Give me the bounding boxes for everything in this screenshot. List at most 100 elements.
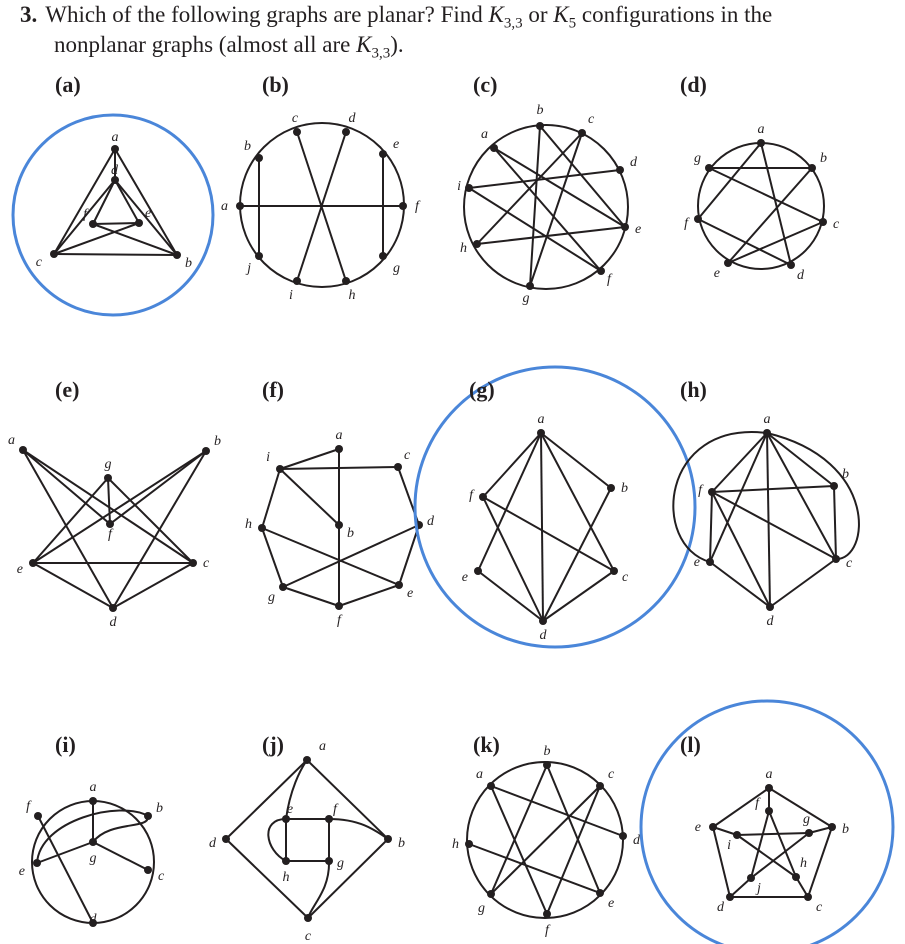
vertex-a — [111, 145, 119, 153]
edge-b-g — [490, 764, 548, 895]
edge-c-g — [529, 132, 583, 287]
edge-b-f — [92, 223, 178, 256]
vertex-label-a: a — [336, 428, 343, 443]
vertex-label-a: a — [319, 739, 326, 754]
edge-f-d — [711, 491, 771, 608]
edge-a-d — [540, 432, 544, 622]
vertex-d — [111, 176, 119, 184]
edge-curve-g-c — [307, 860, 331, 919]
edge-b-c — [833, 485, 837, 560]
edge-e-d — [32, 562, 114, 609]
vertex-f — [399, 202, 407, 210]
vertex-g — [279, 583, 287, 591]
vertex-label-c: c — [36, 255, 43, 270]
edge-a-b — [766, 432, 835, 487]
vertex-c — [819, 218, 827, 226]
vertex-b — [830, 482, 838, 490]
edge-c-f — [546, 785, 601, 915]
vertex-label-g: g — [694, 151, 701, 166]
edge-f-c — [711, 491, 837, 560]
vertex-label-h: h — [349, 288, 356, 303]
graph-label: (j) — [262, 732, 284, 757]
edge-f-d — [482, 496, 544, 622]
vertex-d — [89, 919, 97, 927]
vertex-a — [335, 445, 343, 453]
vertex-label-g: g — [478, 901, 485, 916]
edge-f-e — [709, 491, 713, 563]
vertex-g — [379, 252, 387, 260]
vertex-label-e: e — [287, 802, 293, 817]
vertex-label-b: b — [537, 103, 544, 118]
question-number: 3. — [20, 2, 38, 27]
vertex-a — [537, 429, 545, 437]
vertex-label-b: b — [820, 151, 827, 166]
vertex-b — [607, 484, 615, 492]
edge-g-d — [282, 524, 420, 588]
edge-b-c — [807, 826, 833, 898]
vertex-e — [282, 815, 290, 823]
vertex-label-a: a — [481, 127, 488, 142]
vertex-c — [832, 555, 840, 563]
vertex-label-b: b — [398, 836, 405, 851]
vertex-label-d: d — [111, 163, 119, 178]
vertex-label-h: h — [245, 517, 252, 532]
vertex-label-a: a — [764, 412, 771, 427]
vertex-i — [276, 465, 284, 473]
edge-c-d — [542, 570, 615, 622]
vertex-label-a: a — [112, 130, 119, 145]
edge-g-e — [32, 477, 109, 564]
vertex-d — [109, 604, 117, 612]
edge-a-d — [766, 432, 771, 608]
edge-b-g — [529, 125, 541, 287]
edge-f-d — [37, 815, 94, 924]
vertex-label-d: d — [630, 155, 638, 170]
vertex-label-f: f — [607, 272, 613, 287]
vertex-f — [694, 215, 702, 223]
vertex-i — [465, 184, 473, 192]
vertex-label-f: f — [698, 483, 704, 498]
graph-label: (g) — [469, 377, 495, 402]
vertex-label-d: d — [209, 836, 217, 851]
edge-b-e — [546, 764, 601, 894]
vertex-label-c: c — [833, 217, 840, 232]
vertex-h — [258, 524, 266, 532]
edge-e-c — [727, 221, 824, 264]
vertex-c — [144, 866, 152, 874]
edge-c-b — [307, 838, 389, 919]
vertex-label-c: c — [158, 869, 165, 884]
vertex-g — [526, 282, 534, 290]
vertex-label-g: g — [268, 590, 275, 605]
vertex-a — [236, 202, 244, 210]
vertex-label-f: f — [415, 199, 421, 214]
vertex-label-g: g — [523, 291, 530, 306]
vertex-e — [621, 223, 629, 231]
edge-f-h — [768, 810, 797, 878]
vertex-label-f: f — [337, 613, 343, 628]
edge-a-f — [697, 142, 762, 220]
vertex-label-c: c — [816, 900, 823, 915]
vertex-d — [616, 166, 624, 174]
edge-f-d — [697, 218, 792, 266]
vertex-label-c: c — [608, 767, 615, 782]
vertex-a — [763, 429, 771, 437]
vertex-label-i: i — [289, 288, 293, 303]
edge-c-g — [708, 167, 824, 223]
vertex-b — [202, 447, 210, 455]
vertex-label-h: h — [460, 241, 467, 256]
vertex-f — [34, 812, 42, 820]
question-line-2: nonplanar graphs (almost all are K3,3). — [54, 32, 404, 62]
vertex-label-f: f — [108, 527, 114, 542]
vertex-f — [335, 602, 343, 610]
vertex-label-g: g — [90, 851, 97, 866]
edge-e-f — [338, 584, 400, 607]
graph-label: (a) — [55, 72, 81, 97]
vertex-label-d: d — [427, 514, 435, 529]
vertex-label-e: e — [407, 586, 413, 601]
vertex-j — [255, 252, 263, 260]
vertex-e — [33, 859, 41, 867]
